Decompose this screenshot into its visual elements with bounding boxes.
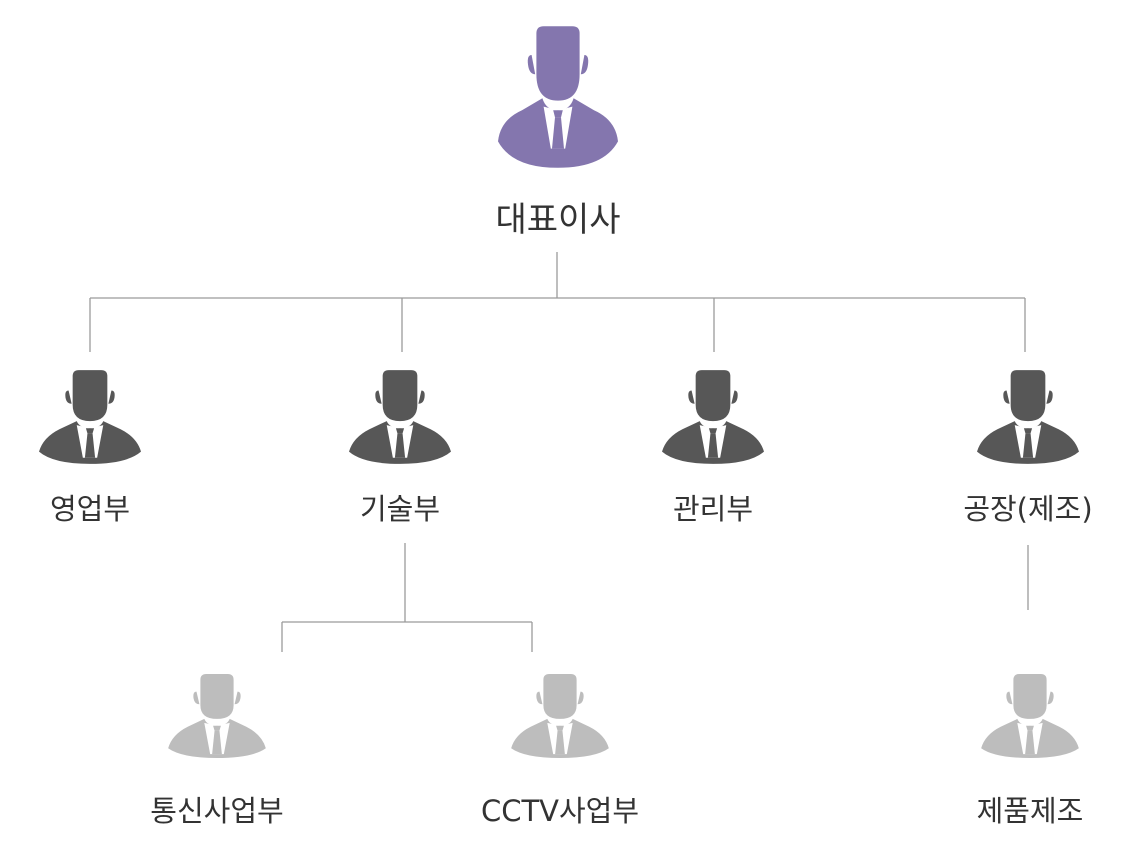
org-node-cctv: CCTV사업부 [460,674,660,830]
org-node-admin: 관리부 [633,370,793,528]
person-icon [662,370,764,464]
person-icon [349,370,451,464]
org-node-telecom: 통신사업부 [127,674,307,830]
person-icon [168,674,266,758]
dept-label-admin: 관리부 [672,492,754,526]
dept-label-tech: 기술부 [359,492,441,526]
org-node-sales: 영업부 [10,370,170,528]
dept-label-factory: 공장(제조) [963,492,1093,526]
person-icon [511,674,609,758]
person-icon [39,370,141,464]
person-icon [498,26,618,168]
org-node-factory: 공장(제조) [938,370,1118,528]
sub-label-cctv: CCTV사업부 [480,794,640,828]
org-node-ceo: 대표이사 [458,26,658,241]
sub-label-manufacturing: 제품제조 [976,794,1084,828]
person-icon [977,370,1079,464]
person-icon [981,674,1079,758]
sub-label-telecom: 통신사업부 [150,794,284,828]
org-node-manufacturing: 제품제조 [950,674,1110,830]
ceo-label: 대표이사 [495,200,621,240]
dept-label-sales: 영업부 [49,492,131,526]
org-node-tech: 기술부 [320,370,480,528]
